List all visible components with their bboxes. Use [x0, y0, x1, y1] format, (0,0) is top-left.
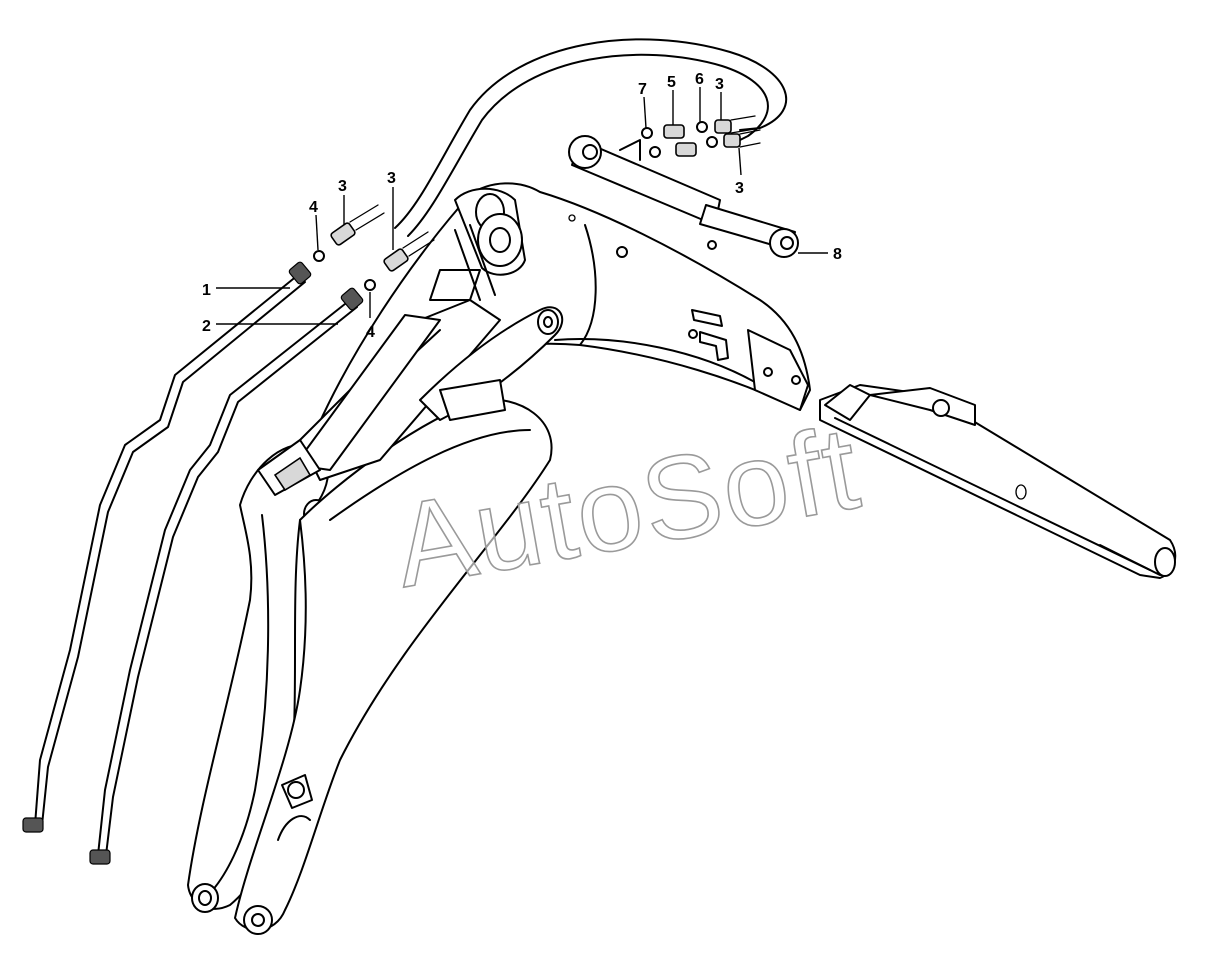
callout-1: 1 — [202, 282, 211, 299]
callout-3-right-bottom: 3 — [735, 180, 744, 197]
leader-lines — [216, 87, 828, 325]
hydraulic-tubes — [22, 261, 364, 865]
callout-3-left-a: 3 — [338, 178, 347, 195]
callout-4-lower: 4 — [366, 324, 375, 341]
callout-4-upper: 4 — [309, 199, 318, 216]
callout-3-right-top: 3 — [715, 76, 724, 93]
callout-2: 2 — [202, 318, 211, 335]
callout-8: 8 — [833, 246, 842, 263]
tube-fittings — [313, 204, 435, 291]
boom-assembly — [187, 182, 1177, 935]
hydraulic-cylinder — [568, 135, 799, 258]
callout-6: 6 — [695, 71, 704, 88]
callout-7: 7 — [638, 81, 647, 98]
callouts: 1 2 3 3 4 4 7 5 6 3 3 8 — [202, 71, 842, 341]
callout-5: 5 — [667, 74, 676, 91]
callout-3-left-b: 3 — [387, 170, 396, 187]
hose-loop — [394, 38, 788, 237]
cylinder-fittings — [641, 115, 761, 158]
